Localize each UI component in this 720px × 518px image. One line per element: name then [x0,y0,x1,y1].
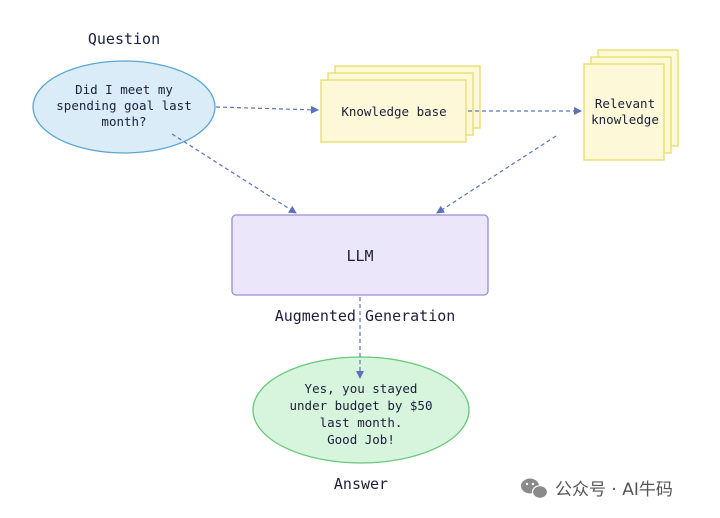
arrow-question-to-knowledge-base [215,105,319,114]
relevant-knowledge-line-1: Relevant [595,96,655,111]
question-line-2: spending goal last [56,98,191,113]
answer-line-3: last month. [320,415,403,430]
wechat-icon [521,478,549,499]
answer-caption: Answer [334,475,388,493]
question-line-3: month? [101,114,146,129]
question-bubble: Did I meet my spending goal last month? [32,60,216,154]
knowledge-base-stack: Knowledge base [320,65,481,143]
relevant-knowledge-stack: Relevant knowledge [583,49,679,161]
llm-box: LLM [231,214,489,296]
watermark: 公众号 · AI牛码 [521,478,673,500]
answer-line-1: Yes, you stayed [305,381,418,396]
arrow-question-to-llm [171,133,297,214]
augmented-generation-caption: Augmented Generation [275,307,456,325]
answer-bubble: Yes, you stayed under budget by $50 last… [252,356,470,464]
relevant-knowledge-line-2: knowledge [591,112,659,127]
arrow-relevant-to-llm [436,135,557,214]
question-caption: Question [88,30,160,48]
answer-line-2: under budget by $50 [290,398,433,413]
knowledge-base-label: Knowledge base [341,104,446,119]
llm-label: LLM [346,247,373,265]
question-line-1: Did I meet my [75,82,173,97]
watermark-text: 公众号 · AI牛码 [555,480,673,500]
answer-line-4: Good Job! [327,432,395,447]
